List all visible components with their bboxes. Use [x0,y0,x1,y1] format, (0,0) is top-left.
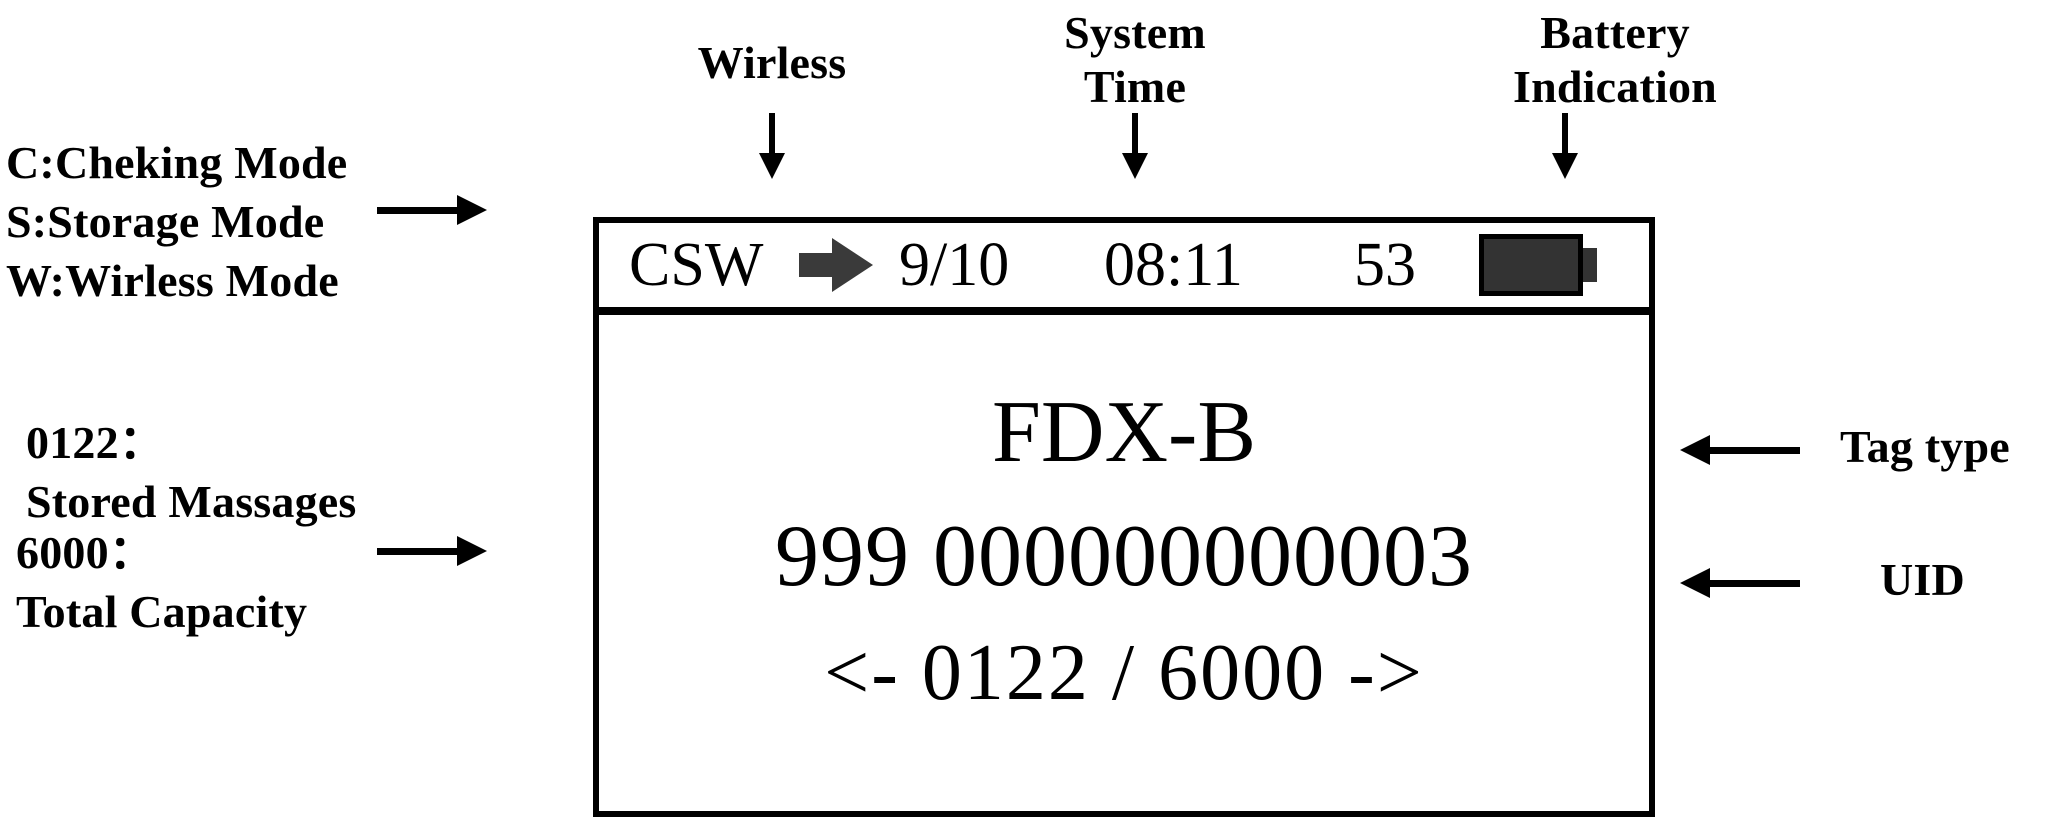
system-time: 08:11 [1104,231,1243,299]
arrow-shaft [1706,447,1800,454]
arrow-head [1552,153,1578,179]
arrow-tip [832,238,873,292]
callout-total-capacity-label: 6000： Total Capacity [16,527,308,637]
arrow-shaft [377,207,462,214]
callout-battery-label: Battery Indication [1513,7,1717,113]
arrow-head [759,153,785,179]
callout-uid-label: UID [1880,554,1965,605]
arrow-shaft [1706,580,1800,587]
callout-wireless-label: Wirless [697,37,847,88]
status-bar: CSW 9/10 08:11 53 [599,223,1649,315]
record-navigation: <- 0122 / 6000 -> [824,629,1424,717]
arrow-head [1680,435,1710,465]
arrow-head [457,195,487,225]
wireless-arrow-icon [799,238,873,292]
arrow-shaft [769,113,775,157]
arrow-head [1122,153,1148,179]
lcd-content-area: FDX-B 999 000000000003 <- 0122 / 6000 -> [599,315,1649,811]
battery-icon [1479,234,1597,296]
device-lcd-screen: CSW 9/10 08:11 53 FDX-B 999 000000000003… [593,217,1655,817]
callout-stored-messages-label: 0122： Stored Massages [26,417,357,527]
battery-cap [1583,248,1597,282]
arrow-shaft [1562,113,1568,157]
arrow-shaft [377,548,462,555]
battery-percent: 53 [1354,231,1416,299]
mode-flags: CSW [629,231,764,299]
tag-type-value: FDX-B [991,384,1257,481]
arrow-head [1680,568,1710,598]
callout-tag-type-label: Tag type [1840,421,2010,472]
battery-body [1479,234,1583,296]
uid-value: 999 000000000003 [775,508,1473,605]
arrow-shaft [1132,113,1138,157]
callout-mode-legend-label: C:Cheking Mode S:Storage Mode W:Wirless … [6,137,348,306]
system-date: 9/10 [899,231,1010,299]
callout-system-time-label: System Time [1064,7,1206,113]
arrow-head [457,536,487,566]
